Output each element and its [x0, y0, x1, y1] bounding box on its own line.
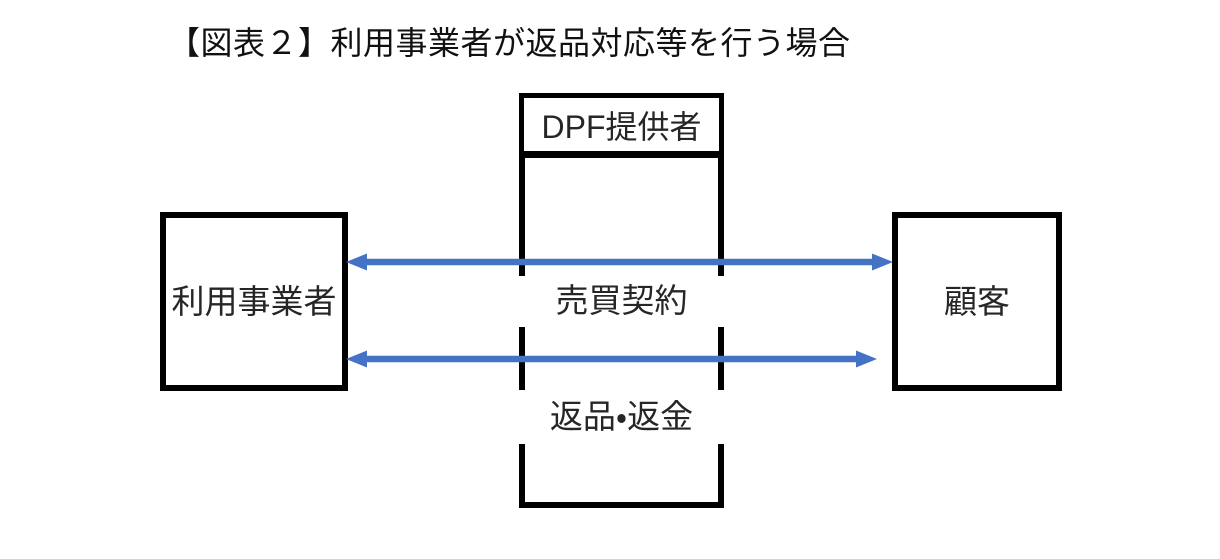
return-refund-arrow	[346, 350, 877, 368]
dpf-provider-label: DPF提供者	[541, 108, 702, 145]
figure-title: 【図表２】利用事業者が返品対応等を行う場合	[168, 25, 851, 61]
platform-column-bottom-edge	[519, 502, 724, 508]
arrowhead-right-icon	[856, 350, 877, 368]
customer-box: 顧客	[892, 212, 1062, 391]
arrowhead-left-icon	[346, 350, 367, 368]
business-user-box: 利用事業者	[160, 212, 348, 391]
sales-contract-arrow	[346, 253, 893, 271]
customer-label: 顧客	[944, 282, 1010, 320]
arrowhead-right-icon	[872, 253, 893, 271]
return-refund-label: 返品・返金	[549, 398, 694, 435]
sales-contract-label-band: 売買契約	[519, 276, 724, 327]
return-refund-label-band: 返品・返金	[519, 390, 724, 444]
platform-column-segment-bottom	[519, 444, 724, 502]
sales-contract-label: 売買契約	[555, 281, 688, 319]
platform-column: 売買契約 返品・返金	[519, 158, 724, 508]
dpf-provider-box: DPF提供者	[519, 93, 724, 158]
business-user-label: 利用事業者	[171, 282, 337, 320]
arrowhead-left-icon	[346, 253, 367, 271]
platform-column-segment-top	[519, 158, 724, 276]
